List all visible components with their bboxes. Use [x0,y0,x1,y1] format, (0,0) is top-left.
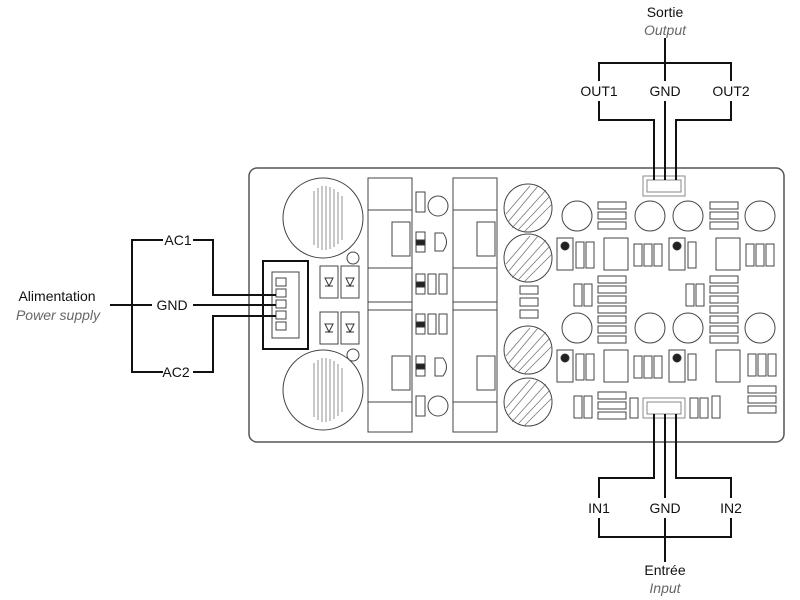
output-pin-gnd: GND [649,83,680,99]
power-pin-ac1: AC1 [164,232,191,248]
regulator-support-parts [415,191,449,417]
power-title: Alimentation [18,288,95,304]
output-title: Sortie [647,4,684,20]
output-pin-out2: OUT2 [712,83,750,99]
input-connector [642,397,686,419]
power-wiring [110,239,276,373]
filter-capacitor-bottom [282,349,364,431]
rectifier-diodes [319,265,360,345]
input-wiring [598,414,732,562]
decoupling-capacitors [503,183,553,427]
power-subtitle: Power supply [16,307,101,323]
amplifier-section-middle [573,275,739,344]
power-connector [262,260,309,350]
input-title: Entrée [644,562,685,578]
amplifier-section-top [556,200,776,271]
input-pin-in1: IN1 [588,500,610,516]
input-subtitle: Input [649,580,681,596]
amplifier-section-bottom [556,312,777,420]
output-connector [642,175,686,197]
regulator-heatsinks [367,177,498,433]
input-pin-gnd: GND [649,500,680,516]
output-pin-out1: OUT1 [580,83,618,99]
filter-capacitor-top [282,177,364,259]
output-wiring [598,38,732,180]
power-pin-gnd: GND [156,297,187,313]
power-pin-ac2: AC2 [162,364,189,380]
input-pin-in2: IN2 [720,500,742,516]
output-subtitle: Output [644,22,687,38]
